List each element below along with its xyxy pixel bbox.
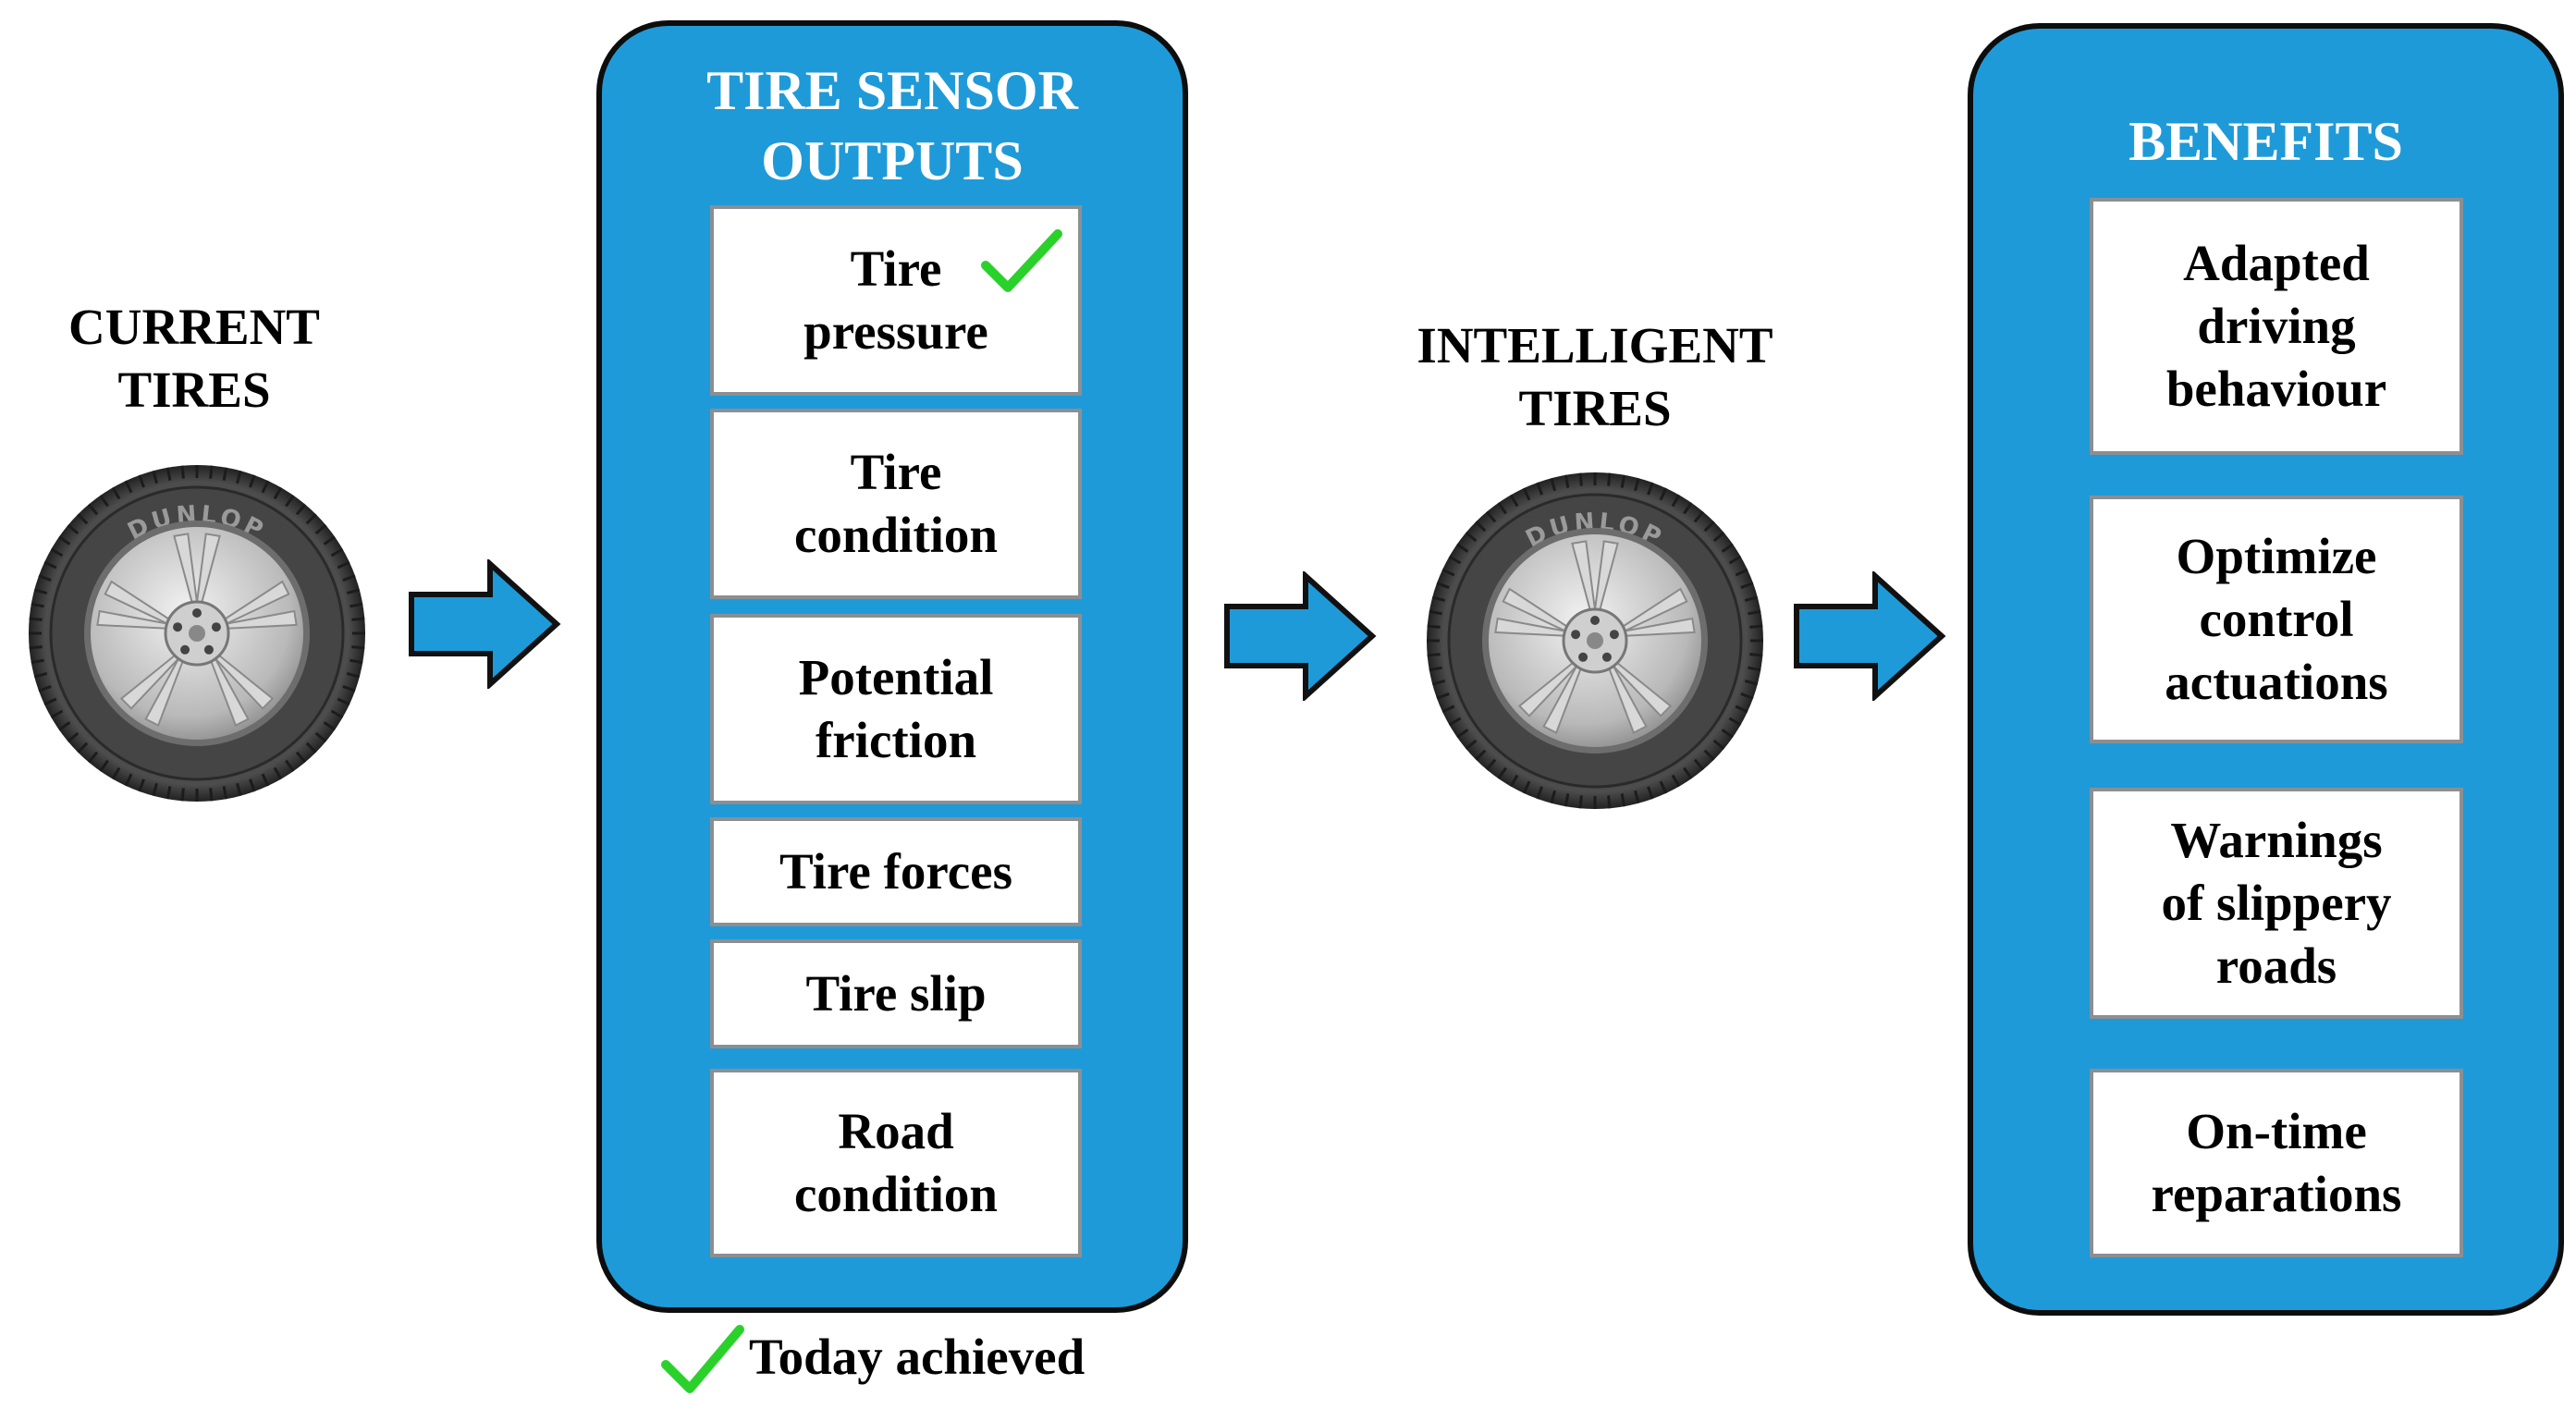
- check-icon: [981, 229, 1062, 292]
- benefit-item-optimize-control: Optimize control actuations: [2090, 496, 2463, 743]
- arrow-right-icon: [1794, 571, 1946, 701]
- benefit-item-label: On-time reparations: [2151, 1103, 2402, 1222]
- arrow-right-icon: [1224, 571, 1377, 701]
- sensor-item-label: Road condition: [793, 1103, 999, 1222]
- intelligent-tire-image: DUNLOP: [1427, 472, 1763, 809]
- sensor-item-tire-condition: Tire condition: [710, 409, 1082, 599]
- current-tires-label: CURRENT TIRES: [68, 299, 320, 418]
- sensor-item-label: Tire condition: [793, 444, 999, 563]
- benefit-item-on-time-reparations: On-time reparations: [2090, 1069, 2463, 1257]
- sensor-item-tire-forces: Tire forces: [710, 817, 1082, 926]
- sensor-item-label: Tire forces: [779, 843, 1012, 900]
- benefit-item-label: Adapted driving behaviour: [2165, 235, 2387, 417]
- benefit-item-label: Optimize control actuations: [2165, 528, 2388, 710]
- benefits-title: BENEFITS: [2128, 111, 2403, 172]
- sensor-item-tire-slip: Tire slip: [710, 939, 1082, 1048]
- legend-check-icon: [661, 1325, 744, 1393]
- sensor-item-label: Tire pressure: [803, 240, 988, 360]
- benefit-item-slippery-roads: Warnings of slippery roads: [2090, 788, 2463, 1019]
- benefit-item-adapted-driving: Adapted driving behaviour: [2090, 198, 2463, 455]
- legend-label: Today achieved: [749, 1329, 1086, 1385]
- sensor-item-potential-friction: Potential friction: [710, 614, 1082, 804]
- sensor-item-label: Tire slip: [805, 965, 987, 1022]
- arrow-right-icon: [409, 559, 561, 689]
- benefit-item-label: Warnings of slippery roads: [2161, 812, 2392, 994]
- sensor-item-tire-pressure: Tire pressure: [710, 205, 1082, 396]
- intelligent-tires-label: INTELLIGENT TIRES: [1417, 317, 1773, 436]
- sensor-outputs-title: TIRE SENSOR OUTPUTS: [706, 60, 1078, 191]
- current-tire-image: DUNLOP: [29, 465, 365, 802]
- sensor-item-label: Potential friction: [798, 649, 994, 768]
- sensor-item-road-condition: Road condition: [710, 1069, 1082, 1257]
